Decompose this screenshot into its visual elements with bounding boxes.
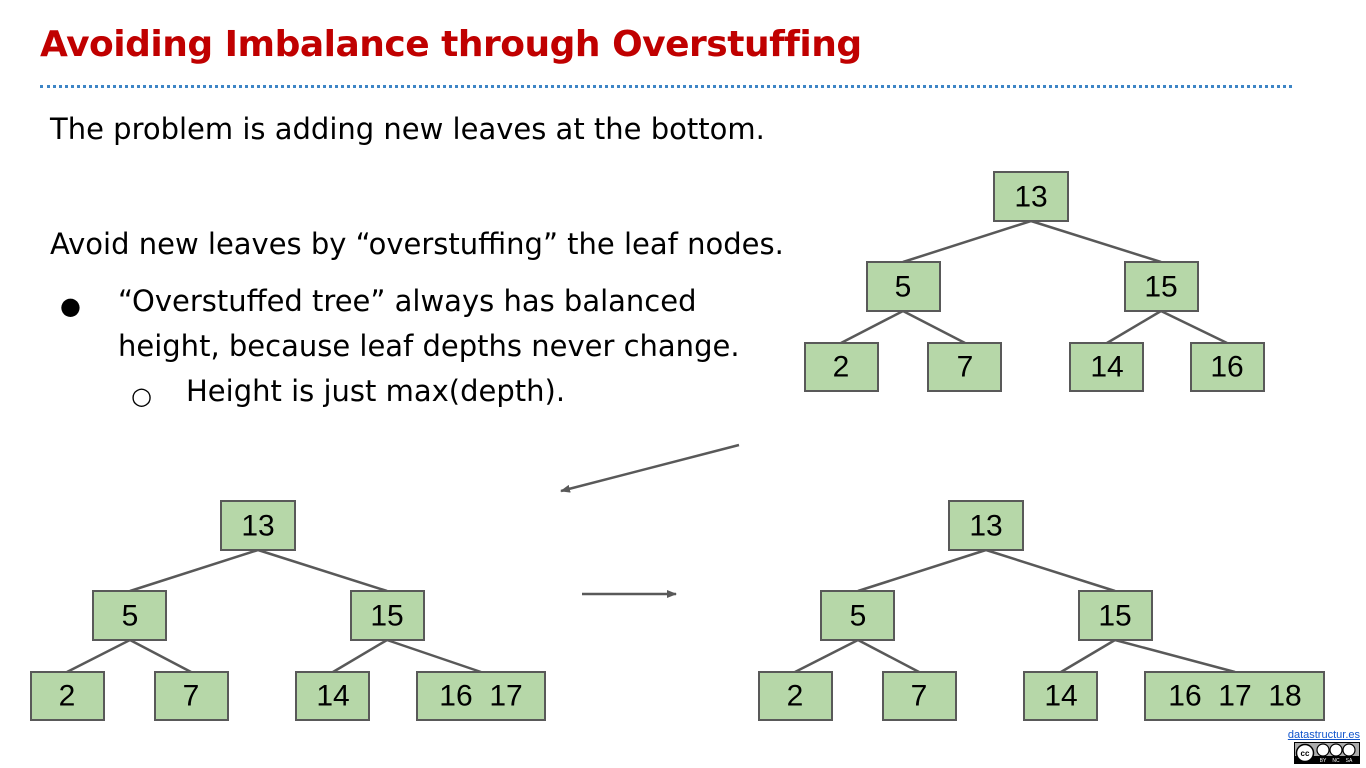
tree-node-root: 13 — [993, 171, 1069, 222]
node-key: 5 — [122, 600, 139, 633]
node-key: 16 17 18 — [1168, 680, 1301, 713]
svg-text:cc: cc — [1301, 749, 1310, 758]
tree-edge — [1160, 309, 1228, 345]
node-key: 7 — [911, 680, 928, 713]
tree-edge — [257, 548, 388, 593]
tree-edge — [332, 638, 388, 674]
tree-node-root: 13 — [948, 500, 1024, 551]
tree-edge — [386, 638, 482, 674]
tree-node-internal: 15 — [350, 590, 425, 641]
tree-node-internal: 5 — [820, 590, 895, 641]
transition-arrow-diagonal — [560, 443, 740, 493]
node-key: 14 — [316, 680, 349, 713]
overstuffed-tree-one: 13 5 15 2 7 14 16 17 — [30, 500, 546, 721]
tree-node-leaf: 7 — [882, 671, 957, 721]
tree-node-leaf: 14 — [1023, 671, 1098, 721]
node-key: 14 — [1090, 351, 1123, 384]
bullet-line-2: height, because leaf depths never change… — [118, 329, 740, 363]
tree-node-leaf: 7 — [927, 342, 1002, 392]
tree-edge — [902, 219, 1032, 264]
node-key: 13 — [969, 510, 1002, 543]
tree-edge — [840, 309, 904, 345]
node-key: 15 — [1098, 600, 1131, 633]
tree-node-internal: 5 — [866, 261, 941, 312]
license-label: BY — [1320, 758, 1327, 763]
tree-edge — [985, 548, 1116, 593]
tree-edge — [857, 638, 920, 674]
node-key: 13 — [1014, 181, 1047, 214]
sub-bullet-marker: ○ — [131, 382, 152, 410]
tree-node-internal: 15 — [1078, 590, 1153, 641]
node-key: 14 — [1044, 680, 1077, 713]
tree-node-leaf: 2 — [758, 671, 833, 721]
tree-node-leaf-overstuffed: 16 17 — [416, 671, 546, 721]
original-tree: 13 5 15 2 7 14 16 — [804, 171, 1265, 392]
node-key: 7 — [183, 680, 200, 713]
datastructures-link[interactable]: datastructur.es — [1287, 729, 1360, 741]
bullet-line-1: “Overstuffed tree” always has balanced — [118, 284, 697, 318]
tree-node-leaf: 7 — [154, 671, 229, 721]
node-key: 16 — [1210, 351, 1243, 384]
title-divider — [40, 85, 1292, 88]
tree-edge — [129, 548, 259, 593]
tree-edge — [1060, 638, 1116, 674]
tree-node-internal: 5 — [92, 590, 167, 641]
node-key: 2 — [833, 351, 850, 384]
tree-edge — [1106, 309, 1162, 345]
node-key: 13 — [241, 510, 274, 543]
overstuffed-tree-two: 13 5 15 2 7 14 16 17 18 — [758, 500, 1325, 721]
tree-node-root: 13 — [220, 500, 296, 551]
tree-edge — [129, 638, 192, 674]
tree-node-leaf: 14 — [1069, 342, 1144, 392]
cc-license-icon: cc BY NC SA — [1295, 743, 1359, 763]
license-label: NC — [1332, 758, 1340, 763]
tree-edge — [1030, 219, 1162, 264]
tree-node-leaf: 16 — [1190, 342, 1265, 392]
node-key: 5 — [850, 600, 867, 633]
tree-node-leaf: 14 — [295, 671, 370, 721]
tree-edge — [902, 309, 966, 345]
tree-node-leaf: 2 — [804, 342, 879, 392]
tree-node-leaf: 2 — [30, 671, 105, 721]
node-key: 16 17 — [439, 680, 522, 713]
tree-edge — [1114, 638, 1236, 674]
tree-node-leaf-overstuffed: 16 17 18 — [1144, 671, 1325, 721]
tree-node-internal: 15 — [1124, 261, 1199, 312]
tree-edge — [66, 638, 131, 674]
node-key: 15 — [1144, 271, 1177, 304]
slide-title: Avoiding Imbalance through Overstuffing — [40, 24, 862, 65]
bullet-marker: ● — [60, 292, 81, 320]
tree-edge — [857, 548, 987, 593]
node-key: 2 — [59, 680, 76, 713]
problem-statement: The problem is adding new leaves at the … — [50, 112, 765, 146]
sub-bullet-line: Height is just max(depth). — [186, 374, 566, 408]
node-key: 7 — [957, 351, 974, 384]
node-key: 2 — [787, 680, 804, 713]
node-key: 5 — [895, 271, 912, 304]
tree-edge — [794, 638, 859, 674]
node-key: 15 — [370, 600, 403, 633]
cc-license-badge: cc BY NC SA — [1294, 742, 1360, 764]
license-label: SA — [1346, 758, 1353, 763]
overstuffing-statement: Avoid new leaves by “overstuffing” the l… — [50, 227, 784, 261]
